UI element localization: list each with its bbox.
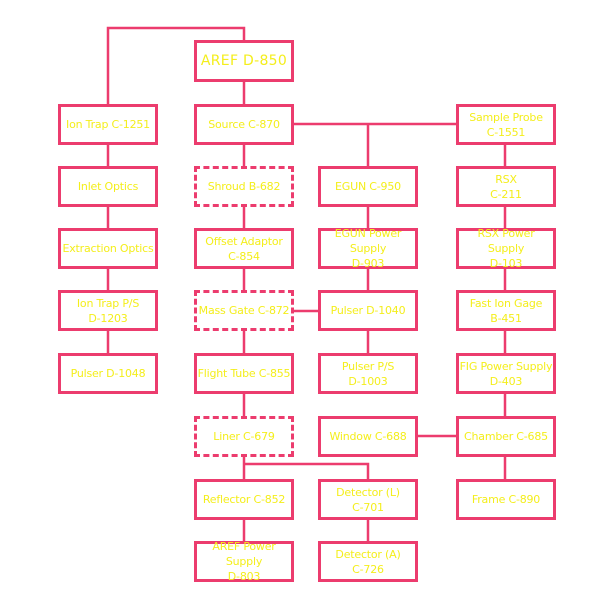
node-flight-tube-label: Flight Tube C-855 bbox=[197, 367, 291, 380]
node-extraction-optics-label: Extraction Optics bbox=[62, 242, 154, 255]
node-shroud: Shroud B-682 bbox=[194, 166, 294, 207]
node-ion-trap: Ion Trap C-1251 bbox=[58, 104, 158, 145]
node-egun-power-supply-label: EGUN Power Supply D-903 bbox=[334, 227, 402, 270]
node-detector-a-label: Detector (A) C-726 bbox=[335, 547, 401, 576]
node-pulser-ps: Pulser P/S D-1003 bbox=[318, 353, 418, 394]
node-mass-gate-label: Mass Gate C-872 bbox=[198, 304, 290, 317]
node-fig-power-supply-label: FIG Power Supply D-403 bbox=[459, 359, 553, 388]
node-aref-power-supply: AREF Power Supply D-803 bbox=[194, 540, 294, 583]
node-source-label: Source C-870 bbox=[208, 118, 280, 131]
node-source: Source C-870 bbox=[194, 104, 294, 145]
node-inlet-optics: Inlet Optics bbox=[58, 166, 158, 207]
node-egun: EGUN C-950 bbox=[318, 166, 418, 207]
node-chamber-label: Chamber C-685 bbox=[464, 430, 548, 443]
node-aref-power-supply-label: AREF Power Supply D-803 bbox=[212, 540, 276, 583]
node-fast-ion-gage-label: Fast Ion Gage B-451 bbox=[469, 296, 543, 325]
node-reflector-label: Reflector C-852 bbox=[202, 493, 286, 506]
node-shroud-label: Shroud B-682 bbox=[207, 180, 281, 193]
node-rsx-power-supply: RSX Power Supply D-103 bbox=[456, 227, 556, 270]
node-extraction-optics: Extraction Optics bbox=[58, 228, 158, 269]
node-liner: Liner C-679 bbox=[194, 416, 294, 457]
node-pulser-1040-label: Pulser D-1040 bbox=[330, 304, 406, 317]
node-offset-adaptor-label: Offset Adaptor C-854 bbox=[205, 234, 283, 263]
node-rsx: RSX C-211 bbox=[456, 166, 556, 207]
node-ion-trap-ps: Ion Trap P/S D-1203 bbox=[58, 290, 158, 331]
node-mass-gate: Mass Gate C-872 bbox=[194, 290, 294, 331]
node-inlet-optics-label: Inlet Optics bbox=[77, 180, 139, 193]
node-frame-label: Frame C-890 bbox=[471, 493, 541, 506]
node-fig-power-supply: FIG Power Supply D-403 bbox=[456, 353, 556, 394]
node-egun-power-supply: EGUN Power Supply D-903 bbox=[318, 227, 418, 270]
node-sample-probe: Sample Probe C-1551 bbox=[456, 104, 556, 145]
node-detector-l-label: Detector (L) C-701 bbox=[336, 485, 400, 514]
node-rsx-power-supply-label: RSX Power Supply D-103 bbox=[477, 227, 535, 270]
node-offset-adaptor: Offset Adaptor C-854 bbox=[194, 228, 294, 269]
node-ion-trap-label: Ion Trap C-1251 bbox=[66, 118, 150, 131]
node-ion-trap-ps-label: Ion Trap P/S D-1203 bbox=[76, 296, 140, 325]
node-detector-l: Detector (L) C-701 bbox=[318, 479, 418, 520]
node-pulser-1040: Pulser D-1040 bbox=[318, 290, 418, 331]
node-rsx-label: RSX C-211 bbox=[490, 172, 522, 201]
node-fast-ion-gage: Fast Ion Gage B-451 bbox=[456, 290, 556, 331]
node-reflector: Reflector C-852 bbox=[194, 479, 294, 520]
node-pulser-1048: Pulser D-1048 bbox=[58, 353, 158, 394]
connector-liner-detector bbox=[244, 462, 370, 479]
node-detector-a: Detector (A) C-726 bbox=[318, 541, 418, 582]
node-frame: Frame C-890 bbox=[456, 479, 556, 520]
node-window: Window C-688 bbox=[318, 416, 418, 457]
connector-aref-ion-trap bbox=[106, 26, 246, 104]
node-flight-tube: Flight Tube C-855 bbox=[194, 353, 294, 394]
node-chamber: Chamber C-685 bbox=[456, 416, 556, 457]
node-window-label: Window C-688 bbox=[329, 430, 407, 443]
node-pulser-ps-label: Pulser P/S D-1003 bbox=[341, 359, 395, 388]
node-aref-label: AREF D-850 bbox=[200, 53, 288, 69]
node-sample-probe-label: Sample Probe C-1551 bbox=[469, 110, 543, 139]
node-aref: AREF D-850 bbox=[194, 40, 294, 82]
node-egun-label: EGUN C-950 bbox=[335, 180, 401, 193]
node-liner-label: Liner C-679 bbox=[213, 430, 275, 443]
node-pulser-1048-label: Pulser D-1048 bbox=[70, 367, 146, 380]
